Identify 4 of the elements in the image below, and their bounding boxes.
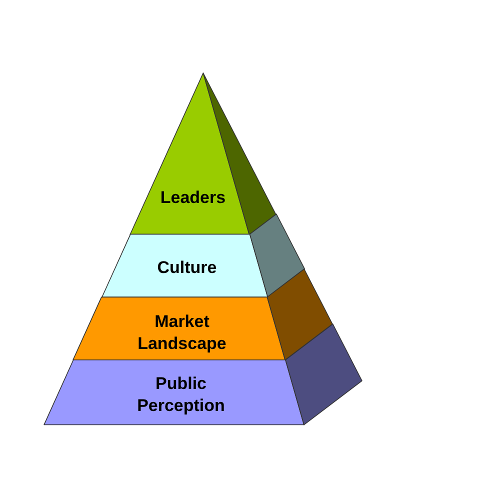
tier-label: Culture [157, 256, 217, 279]
tier-label: Leaders [160, 187, 226, 209]
tier-label: Public Perception [137, 372, 225, 417]
tier-label: Market Landscape [138, 310, 226, 355]
